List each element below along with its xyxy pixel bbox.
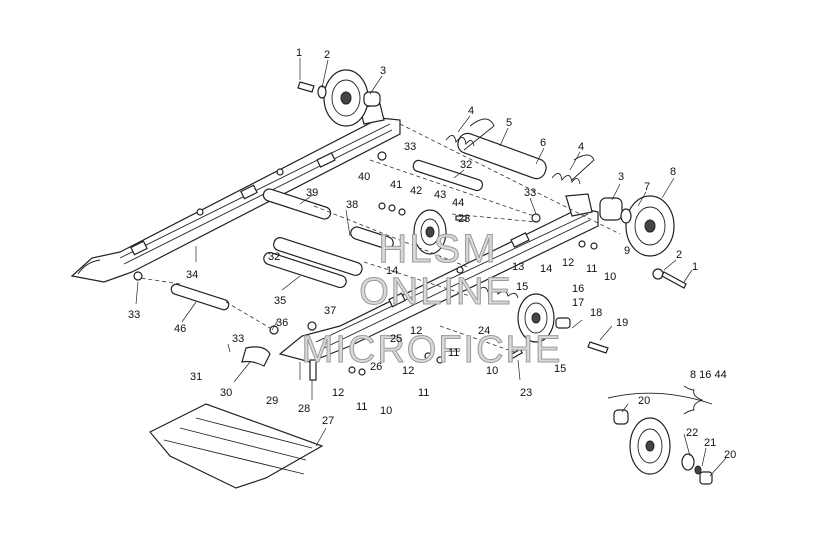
callout-25: 25	[390, 333, 402, 345]
watermark-line-3: MICROFICHE	[302, 329, 563, 371]
callout-11: 11	[356, 401, 367, 413]
callout-2: 2	[676, 249, 682, 261]
callout-43: 43	[434, 189, 446, 201]
callout-15: 15	[554, 363, 566, 375]
callout-24: 24	[478, 325, 490, 337]
shaft-32-lower	[273, 237, 363, 276]
callout-32: 32	[460, 159, 472, 171]
callout-12: 12	[402, 365, 414, 377]
callout-23: 23	[458, 213, 470, 225]
callout-12: 12	[332, 387, 344, 399]
callout-12: 12	[410, 325, 422, 337]
callout-42: 42	[410, 185, 422, 197]
callout-34: 34	[186, 269, 198, 281]
shaft-46	[170, 283, 230, 311]
shaft-35	[263, 251, 347, 289]
callout-33: 33	[232, 333, 244, 345]
idler-wheel-upper-left	[297, 69, 381, 127]
callout-3: 3	[618, 171, 624, 183]
callout-29: 29	[266, 395, 278, 407]
shaft-38	[350, 226, 394, 250]
hyfax-slide	[149, 403, 324, 489]
bumper-bolt	[309, 359, 317, 381]
callout-14: 14	[540, 263, 552, 275]
assembly-lines	[139, 123, 621, 355]
callout-32: 32	[268, 251, 280, 263]
callout-10: 10	[604, 271, 616, 283]
callout-15: 15	[516, 281, 528, 293]
callout-26: 26	[370, 361, 382, 373]
callout-40: 40	[358, 171, 370, 183]
callout-1: 1	[692, 261, 698, 273]
cross-shafts	[170, 159, 484, 311]
kit-callout: 8 16 44	[690, 369, 727, 381]
shaft-32-upper	[412, 159, 484, 192]
callout-19: 19	[616, 317, 628, 329]
callout-35: 35	[274, 295, 286, 307]
callout-6: 6	[540, 137, 546, 149]
hardware	[133, 151, 598, 376]
callout-10: 10	[486, 365, 498, 377]
callout-7: 7	[644, 181, 650, 193]
leader-lines	[135, 58, 727, 477]
callout-11: 11	[418, 387, 429, 399]
callout-18: 18	[590, 307, 602, 319]
callout-37: 37	[324, 305, 336, 317]
callout-38: 38	[346, 199, 358, 211]
callout-21: 21	[704, 437, 716, 449]
callout-8: 8	[670, 166, 676, 178]
callout-33: 33	[524, 187, 536, 199]
callout-17: 17	[572, 297, 584, 309]
callout-11: 11	[448, 347, 459, 359]
left-rail	[70, 103, 401, 283]
callout-36: 36	[276, 317, 288, 329]
callout-10: 10	[380, 405, 392, 417]
callout-22: 22	[686, 427, 698, 439]
callout-46: 46	[174, 323, 186, 335]
spring-axle	[445, 118, 595, 185]
callout-33: 33	[128, 309, 140, 321]
callout-5: 5	[506, 117, 512, 129]
callout-23: 23	[520, 387, 532, 399]
watermark-line-2: ONLINE	[359, 271, 512, 313]
idler-wheel-lower	[477, 287, 609, 354]
callout-30: 30	[220, 387, 232, 399]
callout-31: 31	[190, 371, 202, 383]
watermark-line-1: HLSM	[378, 227, 497, 271]
callouts: 1 2 3 4 5 6 4 33 32 40 41 42 43 44 39 38…	[128, 47, 736, 461]
callout-44: 44	[452, 197, 464, 209]
idler-wheel-center	[413, 209, 447, 255]
callout-13: 13	[512, 261, 524, 273]
callout-28: 28	[298, 403, 310, 415]
callout-3: 3	[380, 65, 386, 77]
callout-11: 11	[586, 263, 597, 275]
callout-16: 16	[572, 283, 584, 295]
callout-33: 33	[404, 141, 416, 153]
kit-idler-wheel	[607, 385, 713, 485]
idler-wheel-right	[599, 195, 687, 289]
callout-12: 12	[562, 257, 574, 269]
callout-2: 2	[324, 49, 330, 61]
rail-cap	[241, 346, 271, 367]
callout-1: 1	[296, 47, 302, 59]
callout-27: 27	[322, 415, 334, 427]
callout-14: 14	[386, 265, 398, 277]
callout-41: 41	[390, 179, 402, 191]
callout-20: 20	[638, 395, 650, 407]
shaft-39	[262, 188, 332, 220]
callout-4: 4	[468, 105, 474, 117]
callout-20: 20	[724, 449, 736, 461]
callout-39: 39	[306, 187, 318, 199]
watermark: HLSM ONLINE MICROFICHE	[301, 227, 563, 372]
callout-9: 9	[624, 245, 630, 257]
callout-4: 4	[578, 141, 584, 153]
